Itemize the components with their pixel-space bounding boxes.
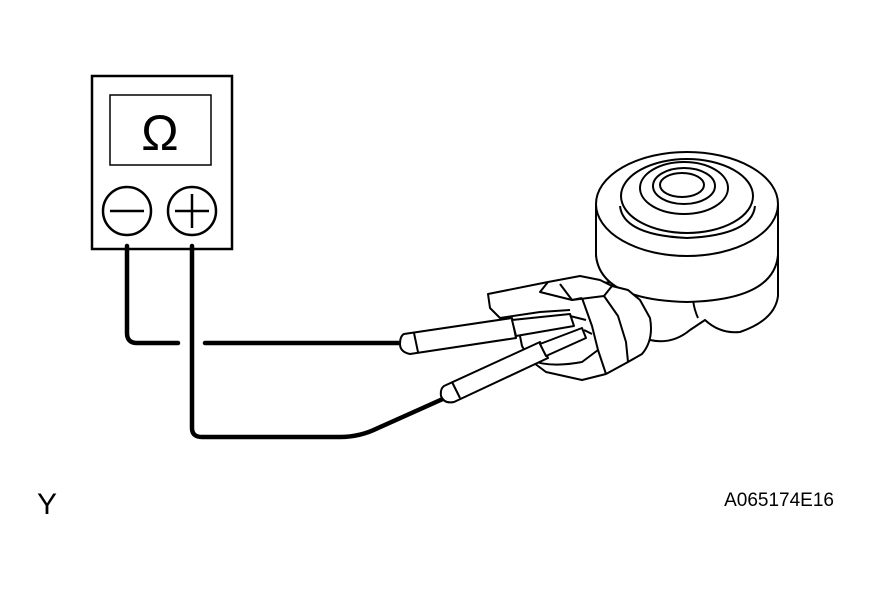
- negative-lead-wire: [124, 243, 405, 346]
- ohm-symbol: Ω: [141, 105, 178, 161]
- figure-code: A065174E16: [724, 490, 834, 511]
- positive-probe-shaft: [539, 327, 587, 357]
- connector-rib: [581, 297, 607, 375]
- corner-letter: Y: [37, 488, 57, 521]
- ohmmeter: Ω: [90, 74, 234, 251]
- probe-tips: [569, 315, 593, 335]
- negative-probe-shaft: [511, 313, 575, 337]
- connector-rib-2: [603, 295, 629, 363]
- connector-front-lip: [559, 283, 583, 301]
- test-leads: [124, 243, 448, 440]
- plus-icon: [175, 194, 209, 228]
- negative-probe-band: [413, 332, 419, 353]
- sensor-cap-center: [659, 172, 705, 198]
- knock-sensor: [487, 151, 779, 381]
- positive-probe-handle: [439, 341, 549, 404]
- ohmmeter-display: [109, 94, 212, 166]
- probes: [399, 313, 593, 404]
- positive-lead-wire: [189, 243, 448, 440]
- negative-probe-handle: [399, 317, 517, 355]
- positive-probe-band: [451, 381, 461, 399]
- sensor-step: [619, 205, 756, 239]
- connector-rib-3: [499, 309, 571, 319]
